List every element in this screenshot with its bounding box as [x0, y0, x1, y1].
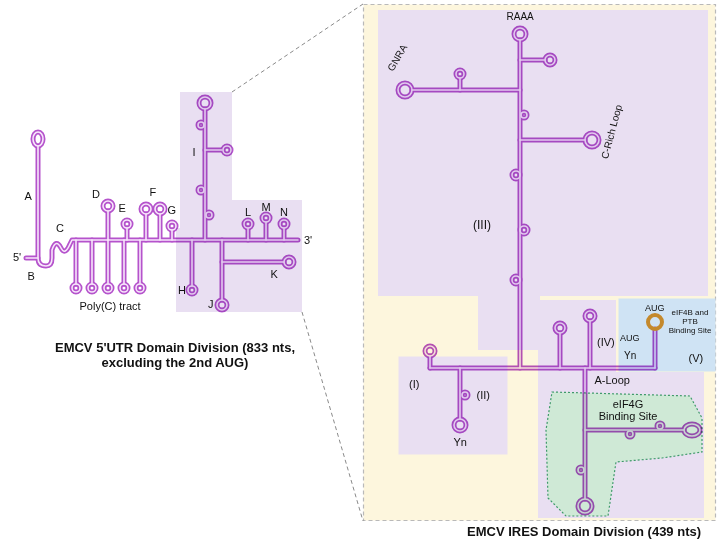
ires-zoom-panel: EMCV IRES Domain Division (439 nts)RAAAG…	[363, 4, 716, 521]
region-label: J	[208, 298, 214, 311]
zoom-line	[232, 4, 363, 92]
domain-letter: F	[150, 186, 157, 199]
region-label: A-Loop	[595, 374, 630, 387]
domain-i-ii-region-shape	[398, 356, 508, 455]
region-label: I	[193, 146, 196, 159]
domain-letter: G	[168, 204, 177, 217]
region-label: (II)	[477, 389, 490, 402]
zoom-line	[302, 312, 363, 521]
panel-caption: EMCV IRES Domain Division (439 nts)	[467, 525, 701, 540]
domain-letter: E	[119, 202, 126, 215]
eif4g-binding-area: eIF4G Binding Site	[546, 392, 702, 518]
utr-ires-region-shape	[176, 92, 302, 312]
domain-letter: C	[56, 222, 64, 235]
region-label: (III)	[473, 219, 491, 233]
region-label: (I)	[409, 378, 419, 391]
utr-ires-region: I H J LMN K	[176, 92, 302, 312]
region-label: AUG	[645, 303, 665, 313]
region-label: H	[178, 284, 186, 297]
utr-ires-region-outline	[176, 92, 302, 312]
region-label: AUG	[620, 333, 640, 343]
region-label: Yn	[624, 350, 636, 362]
domain-letter: A	[25, 190, 32, 203]
region-label: (IV)	[597, 336, 615, 349]
region-label: eIF4G Binding Site	[595, 398, 661, 423]
domain-i-ii-region-outline	[399, 357, 508, 455]
region-label: L	[245, 206, 251, 219]
figure-caption: EMCV 5'UTR Domain Division (833 nts, exc…	[50, 341, 300, 371]
region-label: Yn	[454, 436, 467, 449]
ires-zoom-panel-outline	[364, 5, 716, 521]
domain-v-box-outline	[619, 299, 716, 372]
eif4g-binding-area-outline	[546, 392, 702, 516]
region-label: (V)	[689, 352, 704, 365]
domain-letter: 3'	[304, 234, 312, 247]
domain-v-box: AUG AUG Yn eIF4B and PTB Binding Site (V)	[618, 298, 716, 372]
domain-letter: Poly(C) tract	[80, 300, 141, 313]
region-label: RAAA	[507, 11, 534, 23]
region-label: eIF4B and PTB Binding Site	[668, 308, 712, 336]
domain-letter: D	[92, 188, 100, 201]
region-label: K	[271, 268, 278, 281]
region-label: N	[280, 206, 288, 219]
domain-letter: 5'	[13, 251, 21, 264]
region-label: M	[262, 201, 271, 214]
domain-i-ii-region: (I) (II) Yn	[398, 356, 508, 455]
domain-letter: B	[28, 270, 35, 283]
